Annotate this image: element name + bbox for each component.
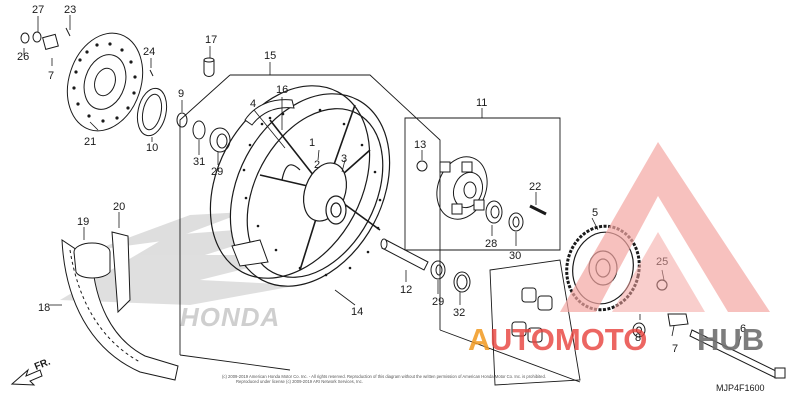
callout-27: 27 [32,4,44,16]
axle-parts [632,313,786,379]
disc-bolt-parts [20,27,154,77]
callout-18: 18 [38,302,50,314]
callout-28: 28 [485,238,497,250]
damper-rubbers [511,287,553,343]
callout-12: 12 [400,284,412,296]
callout-7a: 7 [48,70,54,82]
watermark-hub: HUB [697,322,764,357]
copyright-line-1: (c) 2009-2019 American Honda Motor Co. I… [222,374,546,379]
rear-fender-assembly [61,231,179,381]
callout-15: 15 [264,50,276,62]
rim-holes [242,108,382,277]
callout-19: 19 [77,216,89,228]
dust-seal-ring [136,87,188,137]
callout-31: 31 [193,156,205,168]
callout-11: 11 [476,97,487,109]
wheel-weight-piece [231,239,269,267]
callout-26: 26 [17,51,29,63]
watermark-a: A [468,322,490,357]
callout-21: 21 [84,136,96,148]
front-direction-arrow: FR. [10,356,52,386]
rear-wheel [209,85,391,287]
callout-13: 13 [414,139,426,151]
copyright-line-2: Reproduced under license (c) 2009-2019 A… [236,379,363,384]
watermark-logo [560,142,770,312]
callout-5: 5 [592,207,598,219]
wheel-bearings [192,120,471,293]
callout-32: 32 [453,307,465,319]
callout-labels: 23 27 26 7 24 9 17 15 21 10 31 29 4 16 1… [17,4,746,355]
callout-29a: 29 [211,166,223,178]
direction-label: FR. [33,356,52,372]
watermark-text: A UTOMOTO HUB [468,322,764,357]
callout-22: 22 [529,181,541,193]
callout-7b: 7 [672,343,678,355]
group-outlines [179,74,581,386]
diagram-code: MJP4F1600 [716,383,765,393]
callout-23: 23 [64,4,76,16]
honda-text-mark: HONDA [180,302,280,332]
axle-collar [380,238,429,271]
callout-17: 17 [205,34,217,46]
callout-30: 30 [509,250,521,262]
callout-29b: 29 [432,296,444,308]
callout-6: 6 [740,323,746,335]
sprocket-flange [416,156,547,232]
callout-1: 1 [309,137,315,149]
callout-2: 2 [314,159,320,171]
callout-16: 16 [276,84,288,96]
brake-disc [66,32,144,132]
callout-24: 24 [143,46,155,58]
leader-lines [23,15,742,347]
watermark-utomoto: UTOMOTO [490,322,647,357]
valve-cap [203,57,215,77]
callout-10: 10 [146,142,158,154]
callout-9: 9 [178,88,184,100]
callout-8: 8 [635,332,641,344]
callout-20: 20 [113,201,125,213]
callout-3: 3 [341,153,347,165]
callout-4: 4 [250,98,256,110]
callout-14: 14 [351,306,363,318]
